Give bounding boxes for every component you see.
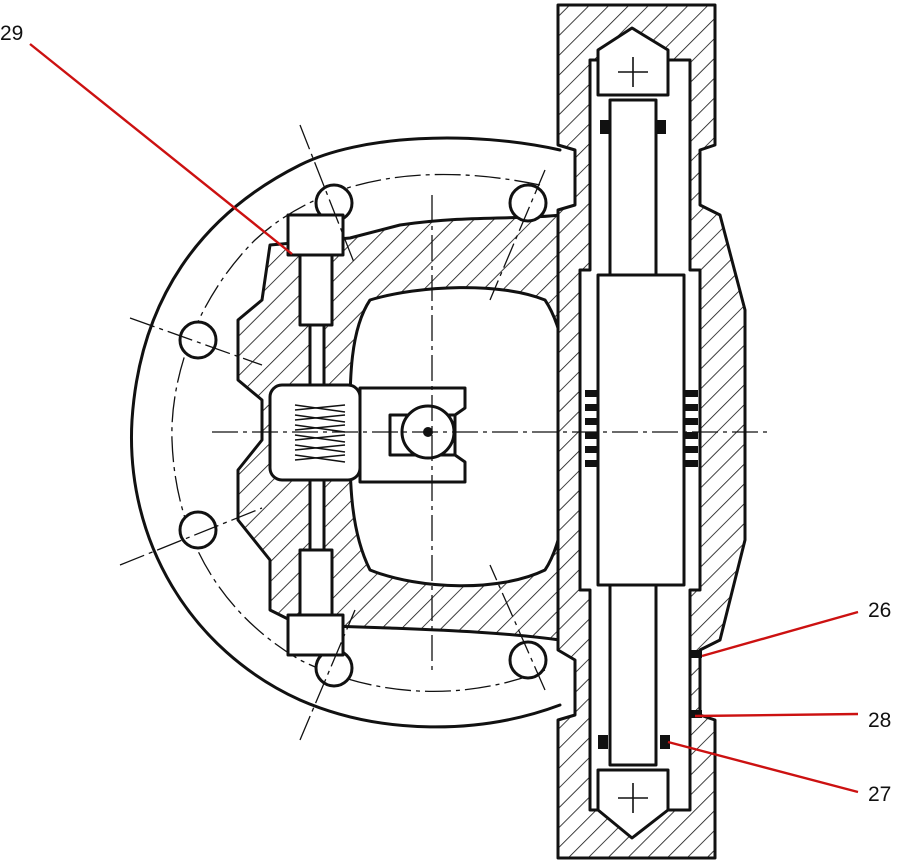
- pivot-fork: [358, 386, 467, 484]
- callout-28: 28: [868, 709, 891, 732]
- right-housing: [556, 3, 747, 860]
- callout-29: 29: [0, 22, 23, 45]
- compression-spring: [294, 404, 346, 463]
- leader-26: [701, 610, 859, 658]
- seal-rings: [598, 120, 702, 749]
- center-shaft: [596, 273, 686, 587]
- bolt-hole-bottom-right: [508, 640, 548, 680]
- callout-27: 27: [868, 783, 891, 806]
- lower-shaft: [608, 583, 658, 767]
- bolt-hole-left-upper: [178, 320, 218, 360]
- callout-labels: 29 26 28 27: [0, 22, 891, 806]
- leader-29: [29, 43, 293, 255]
- bolt-hole-top-right: [508, 183, 548, 223]
- bellows-right: [684, 390, 698, 467]
- center-lines: [119, 124, 770, 741]
- leader-28: [694, 712, 859, 718]
- bolt-holes: [178, 183, 548, 688]
- bolt-hole-left-lower: [178, 510, 218, 550]
- bellows-left: [585, 390, 599, 467]
- leader-lines: [29, 43, 859, 794]
- upper-shaft: [608, 98, 658, 277]
- leader-27: [667, 740, 859, 794]
- callout-26: 26: [868, 599, 891, 622]
